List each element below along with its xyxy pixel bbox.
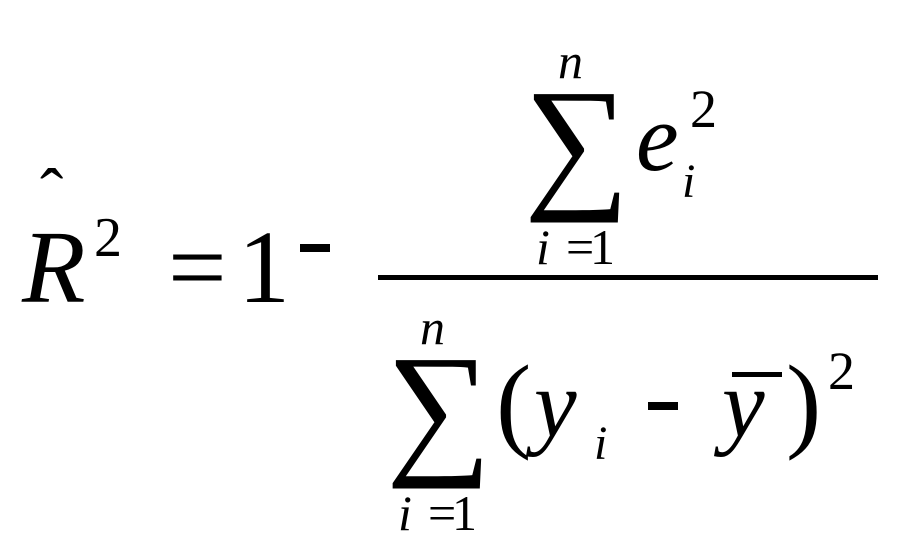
- denominator-sum-upper: n: [420, 299, 445, 355]
- denominator-sum-index-equals: =: [428, 485, 457, 541]
- denominator-variable: y: [534, 350, 577, 457]
- fraction-bar: [378, 275, 878, 280]
- numerator-term: e: [636, 84, 679, 191]
- r-symbol: R: [22, 210, 86, 325]
- numerator-sum-upper: n: [558, 33, 583, 89]
- denominator-sum-index: i: [398, 485, 412, 541]
- hat-accent: ˆ: [40, 156, 64, 233]
- numerator-term-subscript: i: [682, 155, 696, 208]
- denominator-variable-subscript: i: [594, 417, 608, 470]
- denominator-mean-variable: y: [722, 350, 765, 457]
- constant-one: 1: [238, 210, 290, 325]
- denominator-open-paren: (: [496, 344, 532, 461]
- numerator-term-exponent: 2: [690, 79, 717, 139]
- denominator-close-paren: ): [786, 344, 822, 461]
- equals-sign: =: [168, 210, 227, 325]
- denominator-minus-sign: [648, 402, 678, 410]
- denominator-sum-start: 1: [452, 485, 477, 541]
- lhs-exponent: 2: [94, 207, 122, 269]
- numerator-sum-symbol: ∑: [524, 60, 630, 224]
- denominator-sum-symbol: ∑: [386, 326, 492, 490]
- denominator-exponent: 2: [828, 341, 855, 401]
- numerator-sum-index-equals: =: [566, 219, 595, 275]
- numerator-sum-start: 1: [590, 219, 615, 275]
- minus-sign: [300, 244, 330, 252]
- numerator-sum-index: i: [536, 219, 550, 275]
- mean-overline: [732, 372, 782, 377]
